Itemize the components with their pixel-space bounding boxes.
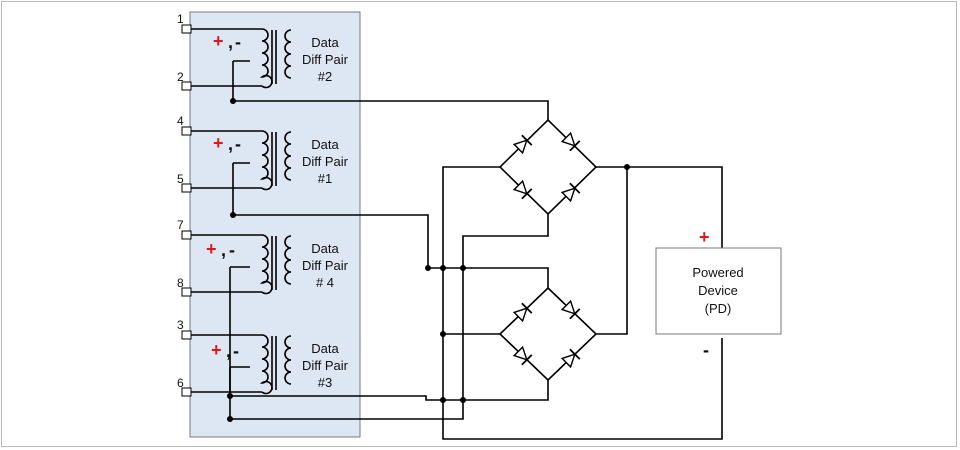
pd-polarity-plus: + [699, 227, 710, 247]
diode-icon [560, 131, 581, 152]
pair-label-line1: Data [311, 35, 339, 50]
pin-terminal [181, 387, 192, 397]
pin-number-bottom: 2 [177, 70, 184, 84]
pair-label-line3: # 4 [316, 275, 334, 290]
powered-device-box [655, 247, 782, 335]
transformer-icon [259, 334, 292, 395]
pin-number-bottom: 8 [177, 276, 184, 290]
pair-label-line1: Data [311, 241, 339, 256]
pair-label-line2: Diff Pair [302, 154, 349, 169]
wire [191, 334, 262, 419]
polarity-comma: , [221, 240, 226, 260]
diode-icon [512, 179, 533, 200]
transformer-icon [259, 130, 292, 191]
pin-number-top: 3 [177, 318, 184, 332]
pin-terminal [181, 287, 192, 297]
pin-terminal [181, 126, 192, 136]
wire [233, 100, 549, 120]
pd-polarity-minus: - [703, 340, 709, 360]
pair-label-line3: #2 [318, 69, 332, 84]
transformer-icon [259, 28, 292, 89]
pair-block-4: 3 6 + , - Data Diff Pair #3 [177, 318, 349, 419]
wire [596, 166, 723, 248]
pair-label-line1: Data [311, 341, 339, 356]
pair-label-line2: Diff Pair [302, 258, 349, 273]
pair-block-2: 4 5 + , - Data Diff Pair #1 [177, 114, 349, 215]
pair-block-3: 7 8 + , - Data Diff Pair # 4 [177, 218, 349, 396]
polarity-minus: - [235, 134, 241, 154]
jack-panel [189, 11, 361, 438]
pin-terminal [181, 81, 192, 91]
bridge-rectifier-2 [498, 286, 598, 382]
diode-icon [560, 182, 581, 203]
polarity-comma: , [226, 341, 231, 361]
diode-icon [560, 299, 581, 320]
pin-terminal [181, 330, 192, 340]
polarity-minus: - [235, 32, 241, 52]
polarity-comma: , [228, 134, 233, 154]
junction-dots [227, 98, 630, 422]
bridge-rectifier-1 [498, 118, 598, 216]
wiring [230, 100, 723, 440]
polarity-plus: + [206, 239, 217, 259]
wire [230, 214, 549, 420]
pair-label-line2: Diff Pair [302, 52, 349, 67]
polarity-minus: - [233, 341, 239, 361]
pin-number-top: 1 [177, 12, 184, 26]
powered-device: Powered Device (PD) + - [655, 227, 782, 360]
pin-terminal [181, 183, 192, 193]
pair-label-line2: Diff Pair [302, 358, 349, 373]
wire [191, 130, 262, 215]
pin-number-top: 4 [177, 114, 184, 128]
pd-label-line3: (PD) [705, 301, 732, 316]
polarity-plus: + [211, 340, 222, 360]
pin-number-bottom: 6 [177, 376, 184, 390]
pd-label-line1: Powered [692, 265, 743, 280]
wire [442, 166, 723, 440]
diode-icon [512, 345, 533, 366]
polarity-minus: - [229, 240, 235, 260]
pd-label-line2: Device [698, 283, 738, 298]
transformer-icon [259, 234, 292, 295]
diode-icon [560, 348, 581, 369]
pin-number-bottom: 5 [177, 172, 184, 186]
polarity-plus: + [213, 31, 224, 51]
diode-icon [512, 302, 533, 323]
wire [596, 167, 628, 335]
polarity-comma: , [228, 32, 233, 52]
wire [230, 380, 549, 401]
pin-terminal [181, 230, 192, 240]
diode-icon [512, 134, 533, 155]
pair-label-line1: Data [311, 137, 339, 152]
pin-terminal [181, 24, 192, 34]
pair-block-1: 1 2 + , - Data Diff Pair #2 [177, 12, 349, 101]
pin-number-top: 7 [177, 218, 184, 232]
pair-label-line3: #3 [318, 375, 332, 390]
wire [191, 28, 262, 101]
wire [191, 234, 262, 396]
polarity-plus: + [213, 133, 224, 153]
pair-label-line3: #1 [318, 171, 332, 186]
